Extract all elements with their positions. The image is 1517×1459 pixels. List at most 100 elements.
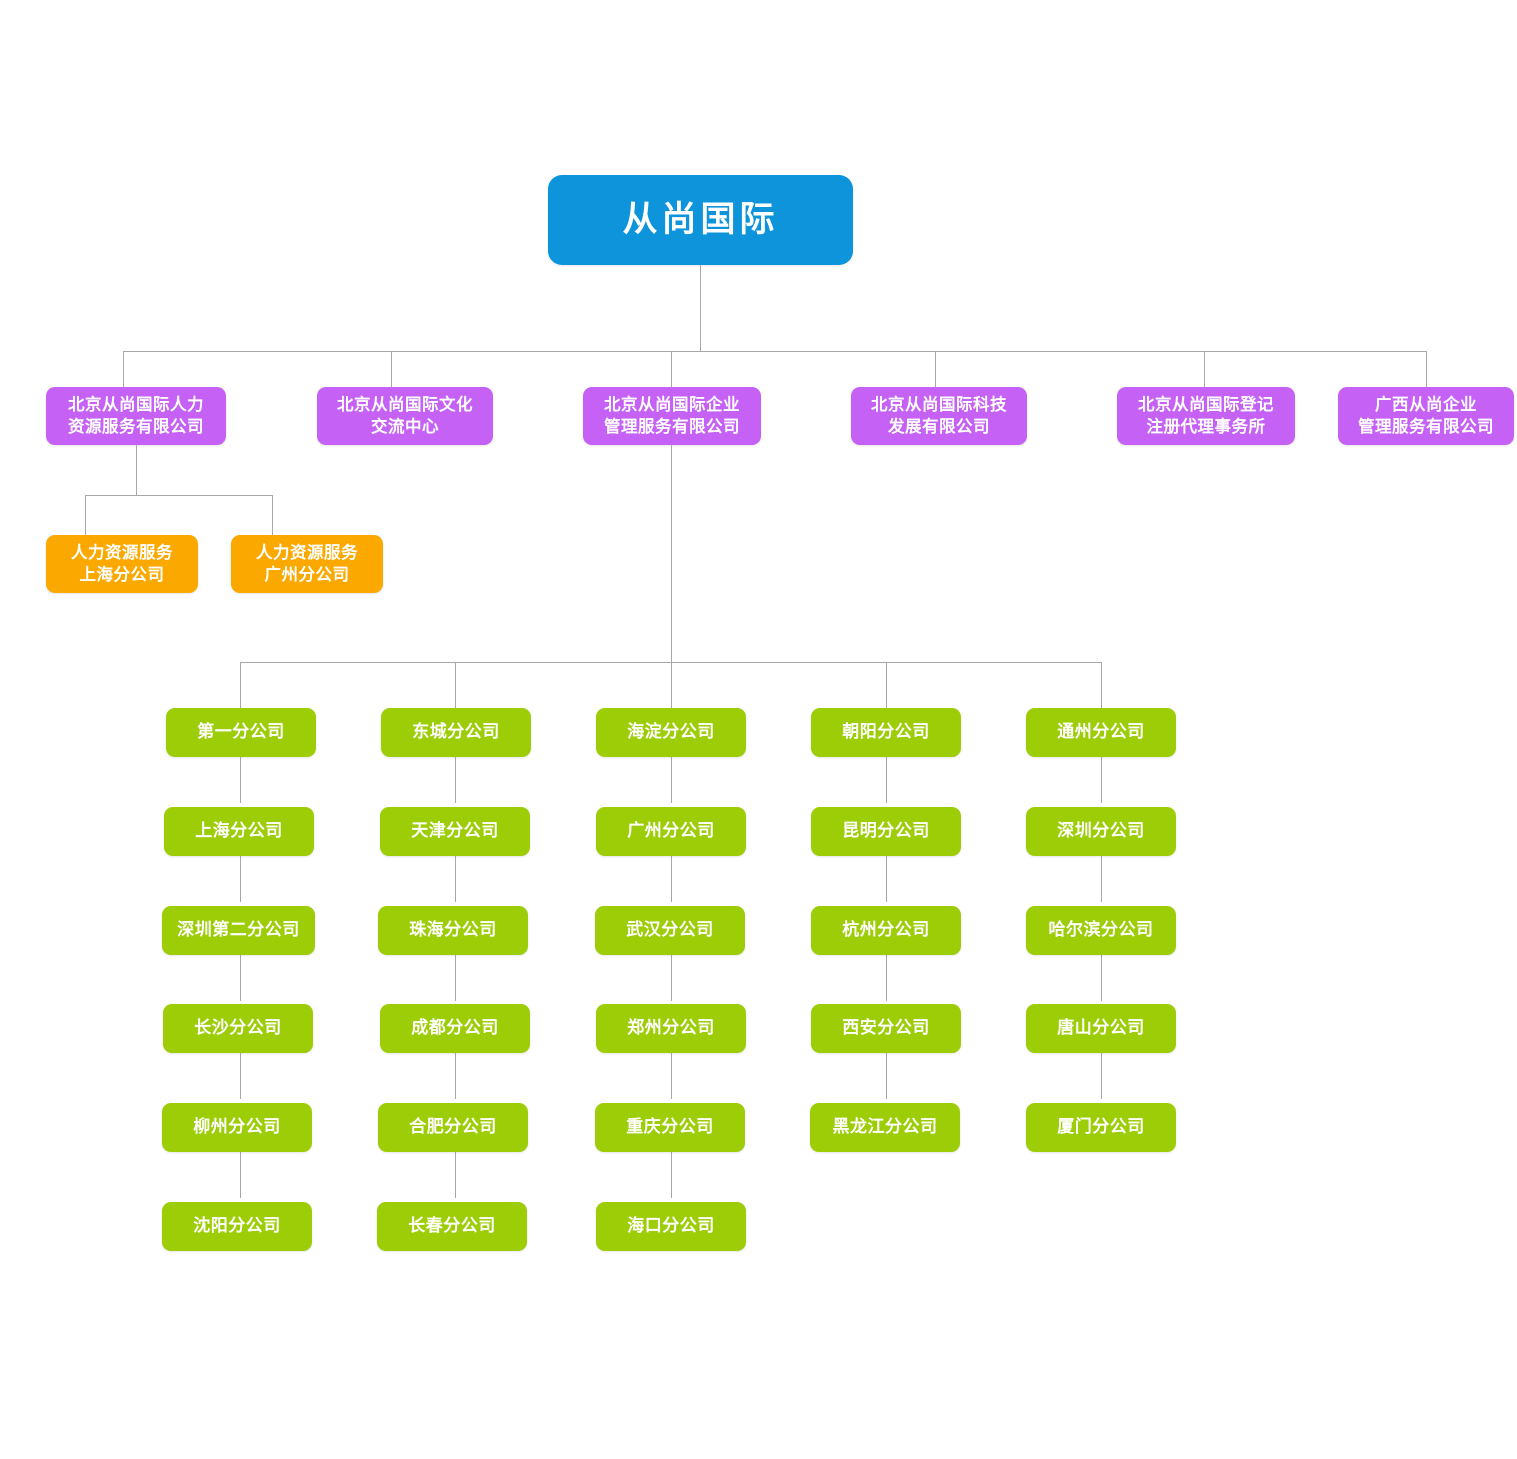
connector-spine-col-1-row-3 bbox=[240, 955, 241, 1001]
org-node-branch-label: 西安分公司 bbox=[842, 1018, 930, 1038]
org-node-branch[interactable]: 长沙分公司 bbox=[163, 1004, 313, 1053]
connector-spine-col-2-row-3 bbox=[455, 955, 456, 1001]
org-node-hr-branch-guangzhou[interactable]: 人力资源服务 广州分公司 bbox=[231, 535, 383, 593]
org-node-branch[interactable]: 哈尔滨分公司 bbox=[1026, 906, 1176, 955]
org-node-branch[interactable]: 武汉分公司 bbox=[595, 906, 745, 955]
org-node-division-registration-label: 北京从尚国际登记 注册代理事务所 bbox=[1138, 395, 1274, 436]
org-node-branch[interactable]: 朝阳分公司 bbox=[811, 708, 961, 757]
connector-spine-col-1-row-4 bbox=[240, 1053, 241, 1099]
connector-drop-division-3 bbox=[671, 351, 672, 387]
org-node-branch[interactable]: 上海分公司 bbox=[164, 807, 314, 856]
connector-drop-branch-col-2 bbox=[455, 662, 456, 708]
org-node-branch[interactable]: 厦门分公司 bbox=[1026, 1103, 1176, 1152]
org-node-division-guangxi-label: 广西从尚企业 管理服务有限公司 bbox=[1358, 395, 1494, 436]
connector-drop-division-2 bbox=[391, 351, 392, 387]
org-node-branch-label: 深圳第二分公司 bbox=[177, 920, 300, 940]
org-node-division-enterprise-mgmt-label: 北京从尚国际企业 管理服务有限公司 bbox=[604, 395, 740, 436]
connector-spine-col-3-row-1 bbox=[671, 757, 672, 803]
connector-drop-branch-col-5 bbox=[1101, 662, 1102, 708]
org-node-branch[interactable]: 杭州分公司 bbox=[811, 906, 961, 955]
org-node-branch-label: 海淀分公司 bbox=[627, 722, 715, 742]
org-node-branch-label: 沈阳分公司 bbox=[193, 1216, 281, 1236]
connector-spine-col-4-row-2 bbox=[886, 856, 887, 902]
org-node-branch-label: 东城分公司 bbox=[412, 722, 500, 742]
connector-spine-col-3-row-3 bbox=[671, 955, 672, 1001]
org-node-branch-label: 朝阳分公司 bbox=[842, 722, 930, 742]
org-node-branch[interactable]: 西安分公司 bbox=[811, 1004, 961, 1053]
org-node-branch-label: 珠海分公司 bbox=[409, 920, 497, 940]
org-node-branch[interactable]: 成都分公司 bbox=[380, 1004, 530, 1053]
connector-spine-col-5-row-1 bbox=[1101, 757, 1102, 803]
connector-spine-col-2-row-5 bbox=[455, 1152, 456, 1198]
connector-drop-hr-1 bbox=[85, 495, 86, 535]
org-node-branch[interactable]: 黑龙江分公司 bbox=[810, 1103, 960, 1152]
connector-spine-col-3-row-5 bbox=[671, 1152, 672, 1198]
connector-spine-col-4-row-4 bbox=[886, 1053, 887, 1099]
connector-spine-col-5-row-2 bbox=[1101, 856, 1102, 902]
connector-spine-col-4-row-3 bbox=[886, 955, 887, 1001]
org-node-branch[interactable]: 天津分公司 bbox=[380, 807, 530, 856]
org-node-branch-label: 第一分公司 bbox=[197, 722, 285, 742]
org-node-hr-branch-shanghai[interactable]: 人力资源服务 上海分公司 bbox=[46, 535, 198, 593]
connector-spine-col-2-row-4 bbox=[455, 1053, 456, 1099]
org-node-branch[interactable]: 沈阳分公司 bbox=[162, 1202, 312, 1251]
connector-spine-col-1-row-2 bbox=[240, 856, 241, 902]
org-node-branch-label: 长春分公司 bbox=[408, 1216, 496, 1236]
org-node-branch-label: 深圳分公司 bbox=[1057, 821, 1145, 841]
connector-spine-col-5-row-3 bbox=[1101, 955, 1102, 1001]
connector-drop-branch-col-1 bbox=[240, 662, 241, 708]
org-node-branch[interactable]: 东城分公司 bbox=[381, 708, 531, 757]
org-node-branch[interactable]: 长春分公司 bbox=[377, 1202, 527, 1251]
org-node-root-label: 从尚国际 bbox=[622, 200, 779, 240]
org-node-hr-branch-shanghai-label: 人力资源服务 上海分公司 bbox=[71, 543, 173, 584]
connector-root-stem bbox=[700, 265, 701, 351]
connector-spine-col-2-row-1 bbox=[455, 757, 456, 803]
org-node-branch-label: 唐山分公司 bbox=[1057, 1018, 1145, 1038]
org-node-branch[interactable]: 柳州分公司 bbox=[162, 1103, 312, 1152]
connector-drop-division-4 bbox=[935, 351, 936, 387]
org-node-branch[interactable]: 唐山分公司 bbox=[1026, 1004, 1176, 1053]
org-node-branch-label: 海口分公司 bbox=[627, 1216, 715, 1236]
org-node-branch-label: 昆明分公司 bbox=[842, 821, 930, 841]
org-node-branch[interactable]: 重庆分公司 bbox=[595, 1103, 745, 1152]
org-node-branch[interactable]: 海口分公司 bbox=[596, 1202, 746, 1251]
org-node-branch[interactable]: 海淀分公司 bbox=[596, 708, 746, 757]
org-node-branch[interactable]: 合肥分公司 bbox=[378, 1103, 528, 1152]
org-node-branch[interactable]: 第一分公司 bbox=[166, 708, 316, 757]
org-node-branch-label: 厦门分公司 bbox=[1057, 1117, 1145, 1137]
connector-branch-stem bbox=[671, 445, 672, 662]
connector-spine-col-4-row-1 bbox=[886, 757, 887, 803]
org-node-branch-label: 哈尔滨分公司 bbox=[1048, 920, 1154, 940]
org-node-branch-label: 郑州分公司 bbox=[627, 1018, 715, 1038]
org-node-branch[interactable]: 深圳分公司 bbox=[1026, 807, 1176, 856]
org-node-branch-label: 成都分公司 bbox=[411, 1018, 499, 1038]
org-node-branch-label: 长沙分公司 bbox=[194, 1018, 282, 1038]
org-node-division-tech[interactable]: 北京从尚国际科技 发展有限公司 bbox=[851, 387, 1027, 445]
org-node-branch[interactable]: 珠海分公司 bbox=[378, 906, 528, 955]
connector-drop-division-6 bbox=[1426, 351, 1427, 387]
org-node-branch[interactable]: 通州分公司 bbox=[1026, 708, 1176, 757]
org-node-division-registration[interactable]: 北京从尚国际登记 注册代理事务所 bbox=[1117, 387, 1295, 445]
org-node-branch-label: 杭州分公司 bbox=[842, 920, 930, 940]
org-node-division-enterprise-mgmt[interactable]: 北京从尚国际企业 管理服务有限公司 bbox=[583, 387, 761, 445]
org-node-branch[interactable]: 郑州分公司 bbox=[596, 1004, 746, 1053]
connector-drop-branch-col-4 bbox=[886, 662, 887, 708]
org-node-branch[interactable]: 广州分公司 bbox=[596, 807, 746, 856]
org-node-branch-label: 上海分公司 bbox=[195, 821, 283, 841]
connector-hr-stem bbox=[136, 445, 137, 495]
org-node-branch[interactable]: 深圳第二分公司 bbox=[162, 906, 315, 955]
org-node-division-tech-label: 北京从尚国际科技 发展有限公司 bbox=[871, 395, 1007, 436]
connector-hr-bus bbox=[85, 495, 273, 496]
org-node-division-culture-label: 北京从尚国际文化 交流中心 bbox=[337, 395, 473, 436]
org-node-branch-label: 黑龙江分公司 bbox=[832, 1117, 938, 1137]
org-node-division-culture[interactable]: 北京从尚国际文化 交流中心 bbox=[317, 387, 493, 445]
org-node-hr-branch-guangzhou-label: 人力资源服务 广州分公司 bbox=[256, 543, 358, 584]
connector-spine-col-2-row-2 bbox=[455, 856, 456, 902]
org-node-branch-label: 重庆分公司 bbox=[626, 1117, 714, 1137]
org-node-division-hr-label: 北京从尚国际人力 资源服务有限公司 bbox=[68, 395, 204, 436]
org-node-division-guangxi[interactable]: 广西从尚企业 管理服务有限公司 bbox=[1338, 387, 1514, 445]
org-node-branch[interactable]: 昆明分公司 bbox=[811, 807, 961, 856]
org-node-root[interactable]: 从尚国际 bbox=[548, 175, 853, 265]
org-node-division-hr[interactable]: 北京从尚国际人力 资源服务有限公司 bbox=[46, 387, 226, 445]
